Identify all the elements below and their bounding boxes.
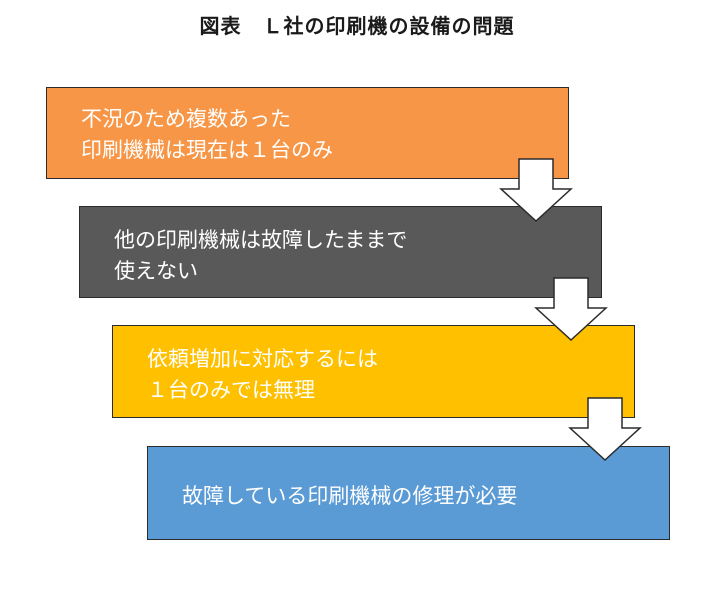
diagram-title: 図表 Ｌ社の印刷機の設備の問題 [199,14,515,38]
step-3-line-1: 依頼増加に対応するには [147,347,378,371]
step-box-3: 依頼増加に対応するには １台のみでは無理 [112,325,635,418]
down-arrow-icon-3 [568,397,642,462]
step-2-line-1: 他の印刷機械は故障したままで [114,228,408,252]
step-3-line-2: １台のみでは無理 [147,378,315,402]
step-box-4: 故障している印刷機械の修理が必要 [147,446,670,540]
step-1-line-1: 不況のため複数あった [81,107,291,131]
step-box-1: 不況のため複数あった 印刷機械は現在は１台のみ [46,87,569,179]
down-arrow-icon-2 [534,277,608,342]
step-2-line-2: 使えない [114,259,198,283]
step-4-line-1: 故障している印刷機械の修理が必要 [182,484,518,508]
down-arrow-icon-1 [499,158,573,223]
step-1-line-2: 印刷機械は現在は１台のみ [81,138,333,162]
step-box-2: 他の印刷機械は故障したままで 使えない [79,206,602,298]
